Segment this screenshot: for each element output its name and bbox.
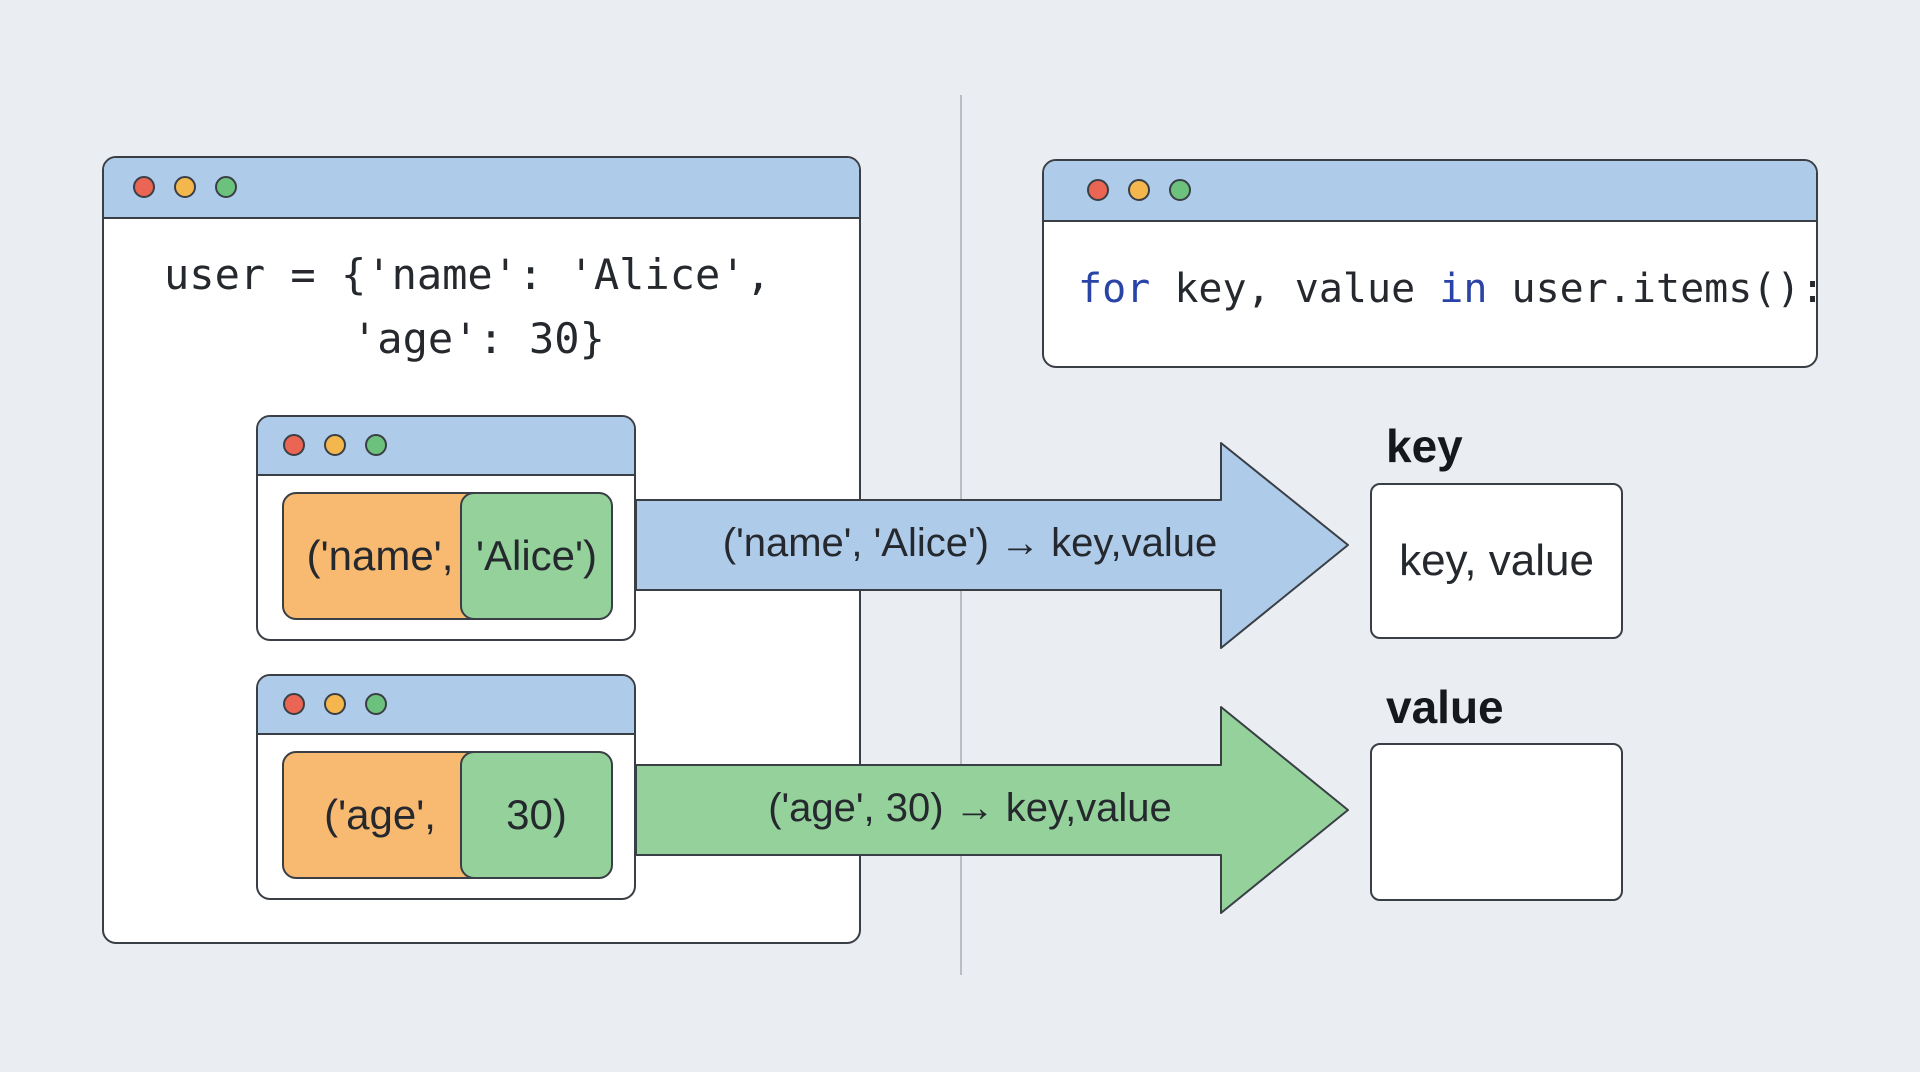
value-heading: value — [1386, 681, 1504, 733]
minimize-dot-icon[interactable] — [324, 434, 346, 456]
arrow-blue-icon — [635, 442, 1349, 649]
pair-window-name: ('name', 'Alice') — [256, 415, 636, 641]
minimize-dot-icon[interactable] — [324, 693, 346, 715]
loop-code-part-2: user.items(): — [1487, 266, 1818, 312]
key-heading: key — [1386, 420, 1463, 472]
loop-code-line: for key, value in user.items(): — [1078, 266, 1818, 312]
maximize-dot-icon[interactable] — [365, 693, 387, 715]
arrow-label-name: ('name', 'Alice') → key,value — [722, 521, 1218, 565]
window-titlebar — [104, 158, 859, 219]
dict-code-line-1: user = {'name': 'Alice', — [164, 250, 771, 299]
value-output-box — [1370, 743, 1623, 901]
arrow-label-age: ('age', 30) → key,value — [768, 786, 1172, 830]
pair-key-chip: ('name', — [282, 492, 478, 620]
pair-value-chip: 30) — [460, 751, 613, 879]
pair-key-chip: ('age', — [282, 751, 478, 879]
loop-code-window: for key, value in user.items(): — [1042, 159, 1818, 368]
close-dot-icon[interactable] — [283, 693, 305, 715]
maximize-dot-icon[interactable] — [215, 176, 237, 198]
pair-value-chip: 'Alice') — [460, 492, 613, 620]
close-dot-icon[interactable] — [133, 176, 155, 198]
maximize-dot-icon[interactable] — [365, 434, 387, 456]
close-dot-icon[interactable] — [283, 434, 305, 456]
keyword-for: for — [1078, 266, 1151, 312]
pair-window-age: ('age', 30) — [256, 674, 636, 900]
keyword-in: in — [1439, 266, 1488, 312]
close-dot-icon[interactable] — [1087, 179, 1109, 201]
maximize-dot-icon[interactable] — [1169, 179, 1191, 201]
window-titlebar — [1044, 161, 1816, 222]
loop-code-part-1: key, value — [1150, 266, 1440, 312]
window-titlebar — [258, 676, 634, 735]
window-titlebar — [258, 417, 634, 476]
minimize-dot-icon[interactable] — [174, 176, 196, 198]
key-output-box: key, value — [1370, 483, 1623, 639]
minimize-dot-icon[interactable] — [1128, 179, 1150, 201]
arrow-green-icon — [635, 706, 1349, 914]
dict-code-line-2: 'age': 30} — [352, 314, 605, 363]
